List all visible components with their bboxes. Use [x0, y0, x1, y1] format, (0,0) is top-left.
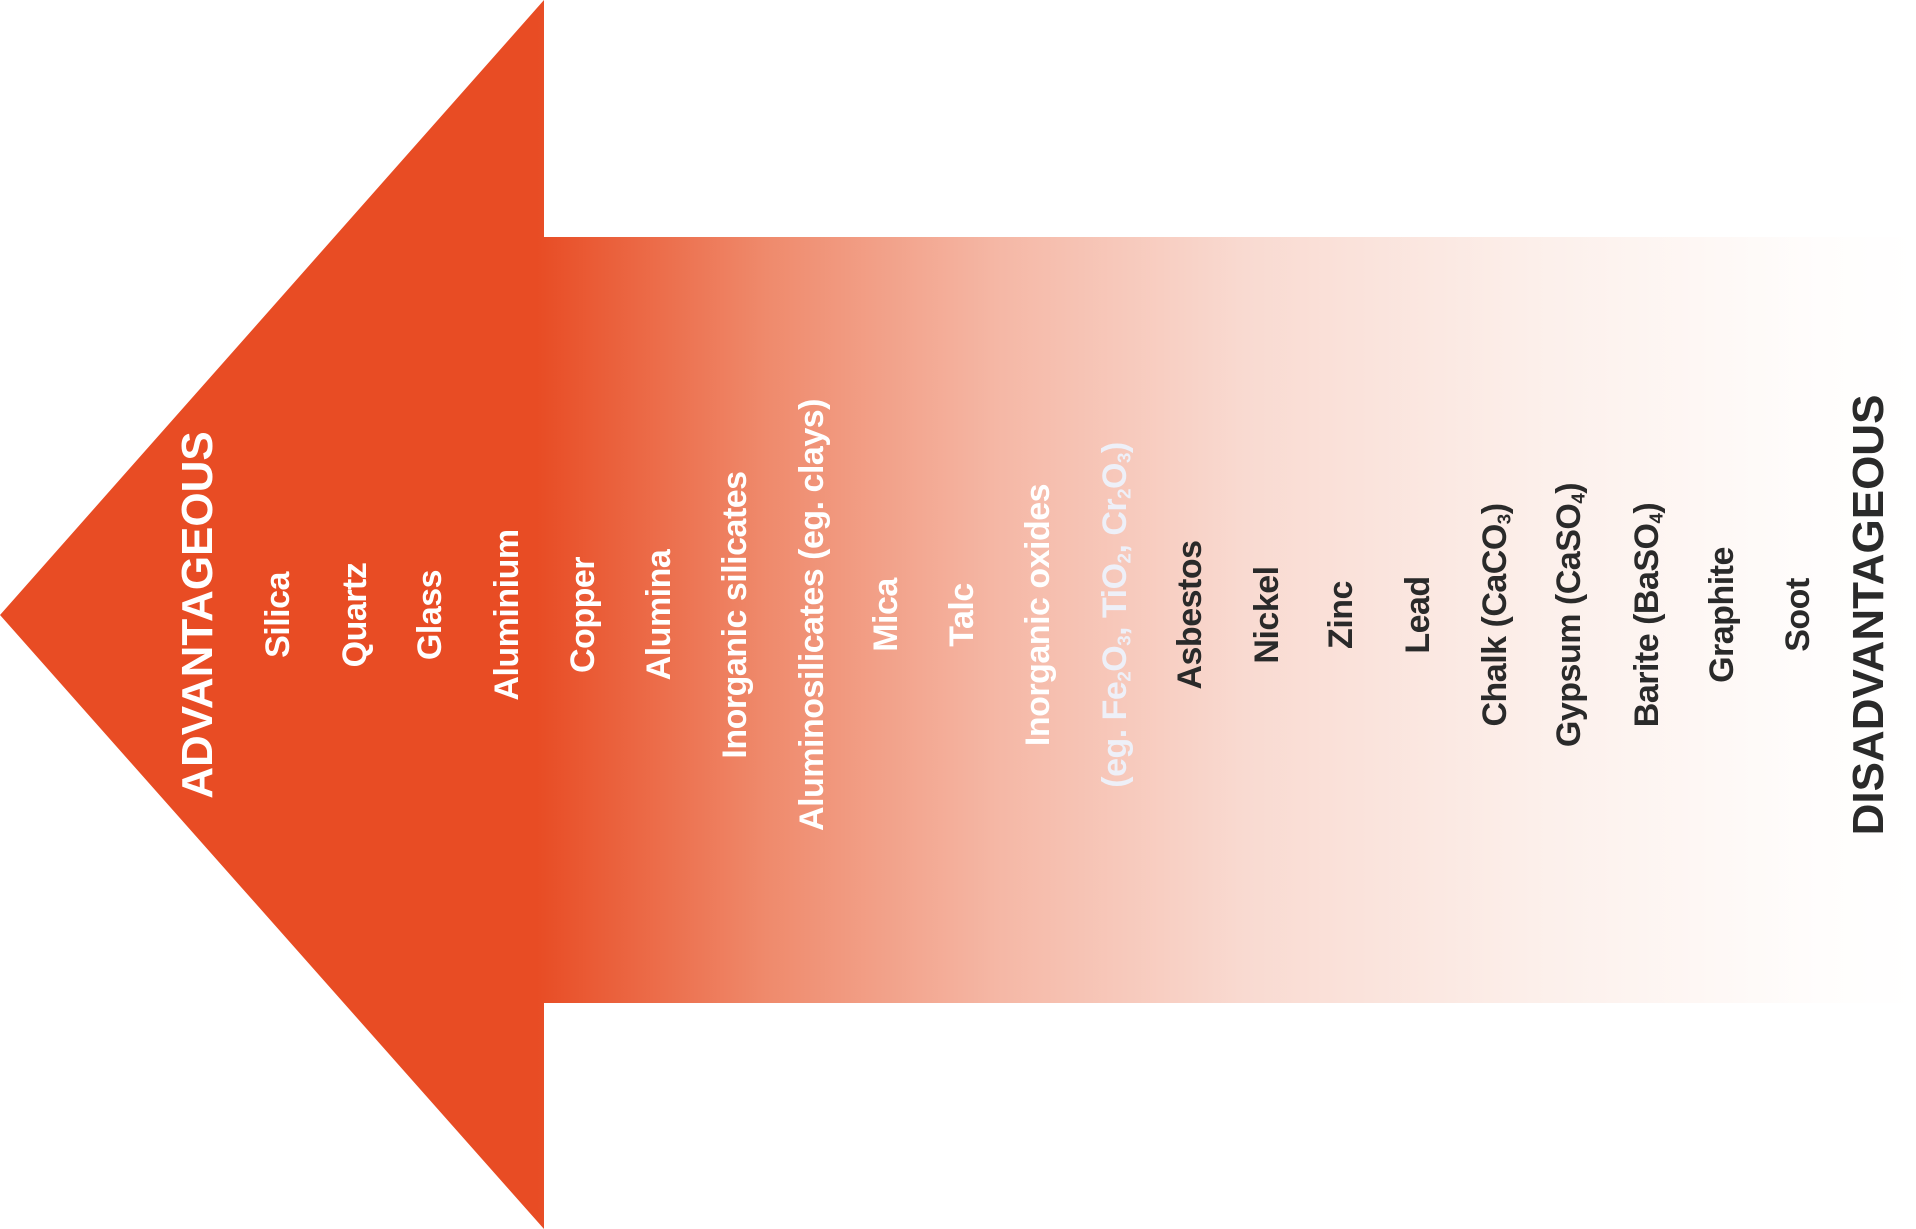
material-nickel: Nickel — [1248, 566, 1286, 664]
material-talc: Talc — [943, 583, 981, 647]
material-chalk: Chalk (CaCO3) — [1475, 503, 1515, 727]
material-zinc: Zinc — [1322, 581, 1360, 649]
heading-disadvantageous: DISADVANTAGEOUS — [1844, 394, 1893, 836]
material-lead: Lead — [1399, 576, 1437, 654]
material-inorganic-silicates: Inorganic silicates — [716, 471, 754, 759]
material-gypsum: Gypsum (CaSO4) — [1549, 482, 1589, 748]
material-graphite: Graphite — [1703, 547, 1741, 683]
material-oxides-examples: (eg. Fe2O3, TiO2, Cr2O3) — [1095, 442, 1135, 788]
material-silica: Silica — [259, 572, 297, 658]
material-inorganic-oxides: Inorganic oxides — [1019, 483, 1057, 747]
material-soot: Soot — [1779, 578, 1817, 652]
material-glass: Glass — [411, 569, 449, 661]
material-mica: Mica — [867, 578, 905, 652]
material-alumina: Alumina — [640, 549, 678, 681]
material-quartz: Quartz — [336, 562, 374, 668]
material-aluminosilicates: Aluminosilicates (eg. clays) — [793, 399, 831, 831]
material-aluminium: Aluminium — [488, 529, 526, 701]
material-asbestos: Asbestos — [1171, 540, 1209, 690]
material-copper: Copper — [564, 557, 602, 673]
heading-advantageous: ADVANTAGEOUS — [173, 431, 222, 799]
material-barite: Barite (BaSO4) — [1627, 502, 1667, 728]
